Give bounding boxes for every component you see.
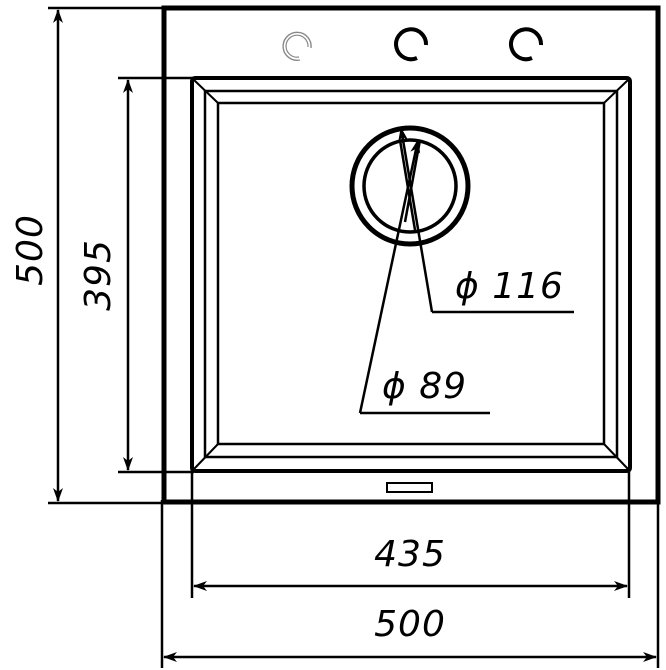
overflow-slot [386,482,433,493]
outer-diameter-label: ϕ 116 [455,266,564,307]
inner-diameter-label: ϕ 89 [382,366,467,407]
tap-hole-left-icon [282,31,312,61]
tap-hole-center-icon [394,27,429,62]
sink-outline [161,5,661,505]
bowl [190,76,632,473]
height-dimensions [48,6,194,505]
drain [349,125,471,247]
bowl-height-label: 395 [78,239,119,311]
width-dimensions [160,470,660,668]
tap-hole-right-icon [509,27,544,62]
overall-height-label: 500 [10,214,51,286]
overall-width-label: 500 [374,604,446,645]
bowl-width-label: 435 [374,534,446,575]
drain-leaders [358,127,574,415]
